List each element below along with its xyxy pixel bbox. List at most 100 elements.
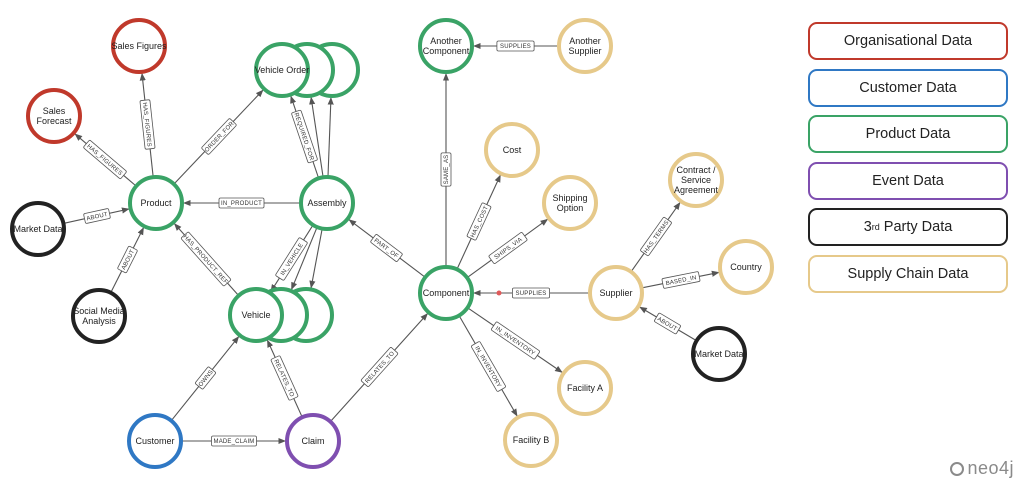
edge-label-box (654, 312, 681, 335)
node-market-data-1[interactable]: Market Data (10, 201, 66, 257)
edge-vehicle-product: HAS_PRODUCT_REF (173, 222, 240, 296)
node-label: Supplier (568, 46, 601, 56)
node-label: Market Data (694, 349, 743, 359)
node-country[interactable]: Country (718, 239, 774, 295)
edge-label-text: HAS_PRODUCT_REF (182, 234, 229, 286)
node-label: Claim (301, 436, 324, 446)
edge-label: IN_VEHICLE (275, 237, 308, 281)
legend-item: Event Data (808, 161, 1008, 200)
edge-customer-vehicle: OWNS (170, 335, 240, 422)
edge-line (290, 226, 318, 291)
brand-logo-text: neo4j (967, 458, 1014, 478)
node-label: Cost (503, 145, 522, 155)
legend-label-rest: Party Data (879, 219, 953, 235)
node-label: Sales (43, 106, 66, 116)
node-label: Sales Figures (111, 41, 167, 51)
edge-product-sales_figures: HAS_FIGURES (139, 72, 156, 178)
edge-assembly-vehicle (290, 226, 318, 291)
node-customer[interactable]: Customer (127, 413, 183, 469)
edge-label-box (211, 435, 257, 447)
node-label: Service (681, 175, 711, 185)
edge-label-box (83, 140, 127, 179)
edge-label-box (83, 208, 111, 224)
node-component[interactable]: Component (418, 265, 474, 321)
node-label: Agreement (674, 185, 719, 195)
edge-line (327, 96, 334, 178)
edge-social_media-product: ABOUT (110, 226, 145, 294)
edge-label-text: IN_INVENTORY (473, 345, 501, 388)
edge-label: ABOUT (654, 312, 681, 335)
edge-label: SAME_AS (440, 152, 452, 187)
edge-label-text: HAS_FIGURES (141, 102, 152, 147)
node-supplier[interactable]: Supplier (588, 265, 644, 321)
edge-label: RELATES_TO (270, 355, 299, 401)
node-vehicle-order[interactable]: Vehicle Order (254, 42, 360, 98)
edge-assembly-product: IN_PRODUCT (183, 197, 301, 209)
edge-label: MADE_CLAIM (211, 435, 257, 447)
node-label: Another (569, 36, 601, 46)
node-vehicle[interactable]: Vehicle (228, 287, 334, 343)
edge-label: ABOUT (117, 245, 138, 274)
node-circle (668, 152, 724, 208)
node-circle (503, 412, 559, 468)
edge-label: HAS_PRODUCT_REF (181, 231, 231, 287)
edge-supplier-country: BASED_IN (641, 270, 720, 289)
node-circle (71, 288, 127, 344)
edge-label: RELATES_TO (360, 347, 399, 387)
edge-label-box (218, 197, 265, 209)
edge-supplier-component: SUPPLIES (473, 287, 590, 299)
node-circle (418, 265, 474, 321)
legend-item: Customer Data (808, 68, 1008, 107)
node-label: Facility B (513, 435, 550, 445)
node-circle (127, 413, 183, 469)
node-facility-a[interactable]: Facility A (557, 360, 613, 416)
node-label: Customer (135, 436, 174, 446)
node-facility-b[interactable]: Facility B (503, 412, 559, 468)
node-assembly[interactable]: Assembly (299, 175, 355, 231)
edge-label-box (139, 99, 156, 150)
node-circle (228, 287, 284, 343)
node-cost[interactable]: Cost (484, 122, 540, 178)
edge-market_data_1-product: ABOUT (63, 207, 130, 224)
node-market-data-2[interactable]: Market Data (691, 326, 747, 382)
edge-label-text: MADE_CLAIM (213, 439, 254, 445)
edge-label-box (661, 271, 701, 289)
node-product[interactable]: Product (128, 175, 184, 231)
edge-another_supplier-another_component: SUPPLIES (473, 40, 559, 52)
edge-label-box (466, 202, 492, 241)
edge-market_data_2-supplier: ABOUT (638, 306, 697, 342)
edge-label-box (496, 40, 535, 52)
edge-label-box (491, 321, 540, 360)
node-claim[interactable]: Claim (285, 413, 341, 469)
node-label: Market Data (13, 224, 62, 234)
edge-label: ABOUT (83, 208, 111, 224)
legend-item: Organisational Data (808, 22, 1008, 60)
edge-component-assembly: PART_OF (348, 218, 426, 278)
edge-line (309, 228, 323, 289)
edge-label-box (471, 341, 506, 392)
node-label: Option (557, 203, 584, 213)
node-label: Analysis (82, 316, 116, 326)
edge-label-box (275, 237, 308, 281)
edge-label: IN_INVENTORY (471, 341, 506, 392)
edge-assembly-vehicle_order: REQUIRED_FOR (290, 95, 320, 179)
edge-assembly-vehicle_order (327, 96, 334, 178)
node-sales-figures[interactable]: Sales Figures (111, 18, 167, 74)
edge-label-box (201, 118, 237, 155)
graph-diagram: HAS_FIGURESHAS_FIGURESABOUTABOUTORDER_FO… (10, 18, 774, 469)
edge-label-box (511, 287, 551, 299)
edge-label: SHIPS_VIA (488, 232, 528, 264)
edge-label-text: SUPPLIES (500, 44, 531, 50)
edge-label-text: SAME_AS (444, 155, 450, 185)
edge-label-box (117, 245, 138, 274)
edge-assembly-vehicle_order (309, 96, 324, 178)
edge-label: IN_INVENTORY (491, 321, 540, 360)
